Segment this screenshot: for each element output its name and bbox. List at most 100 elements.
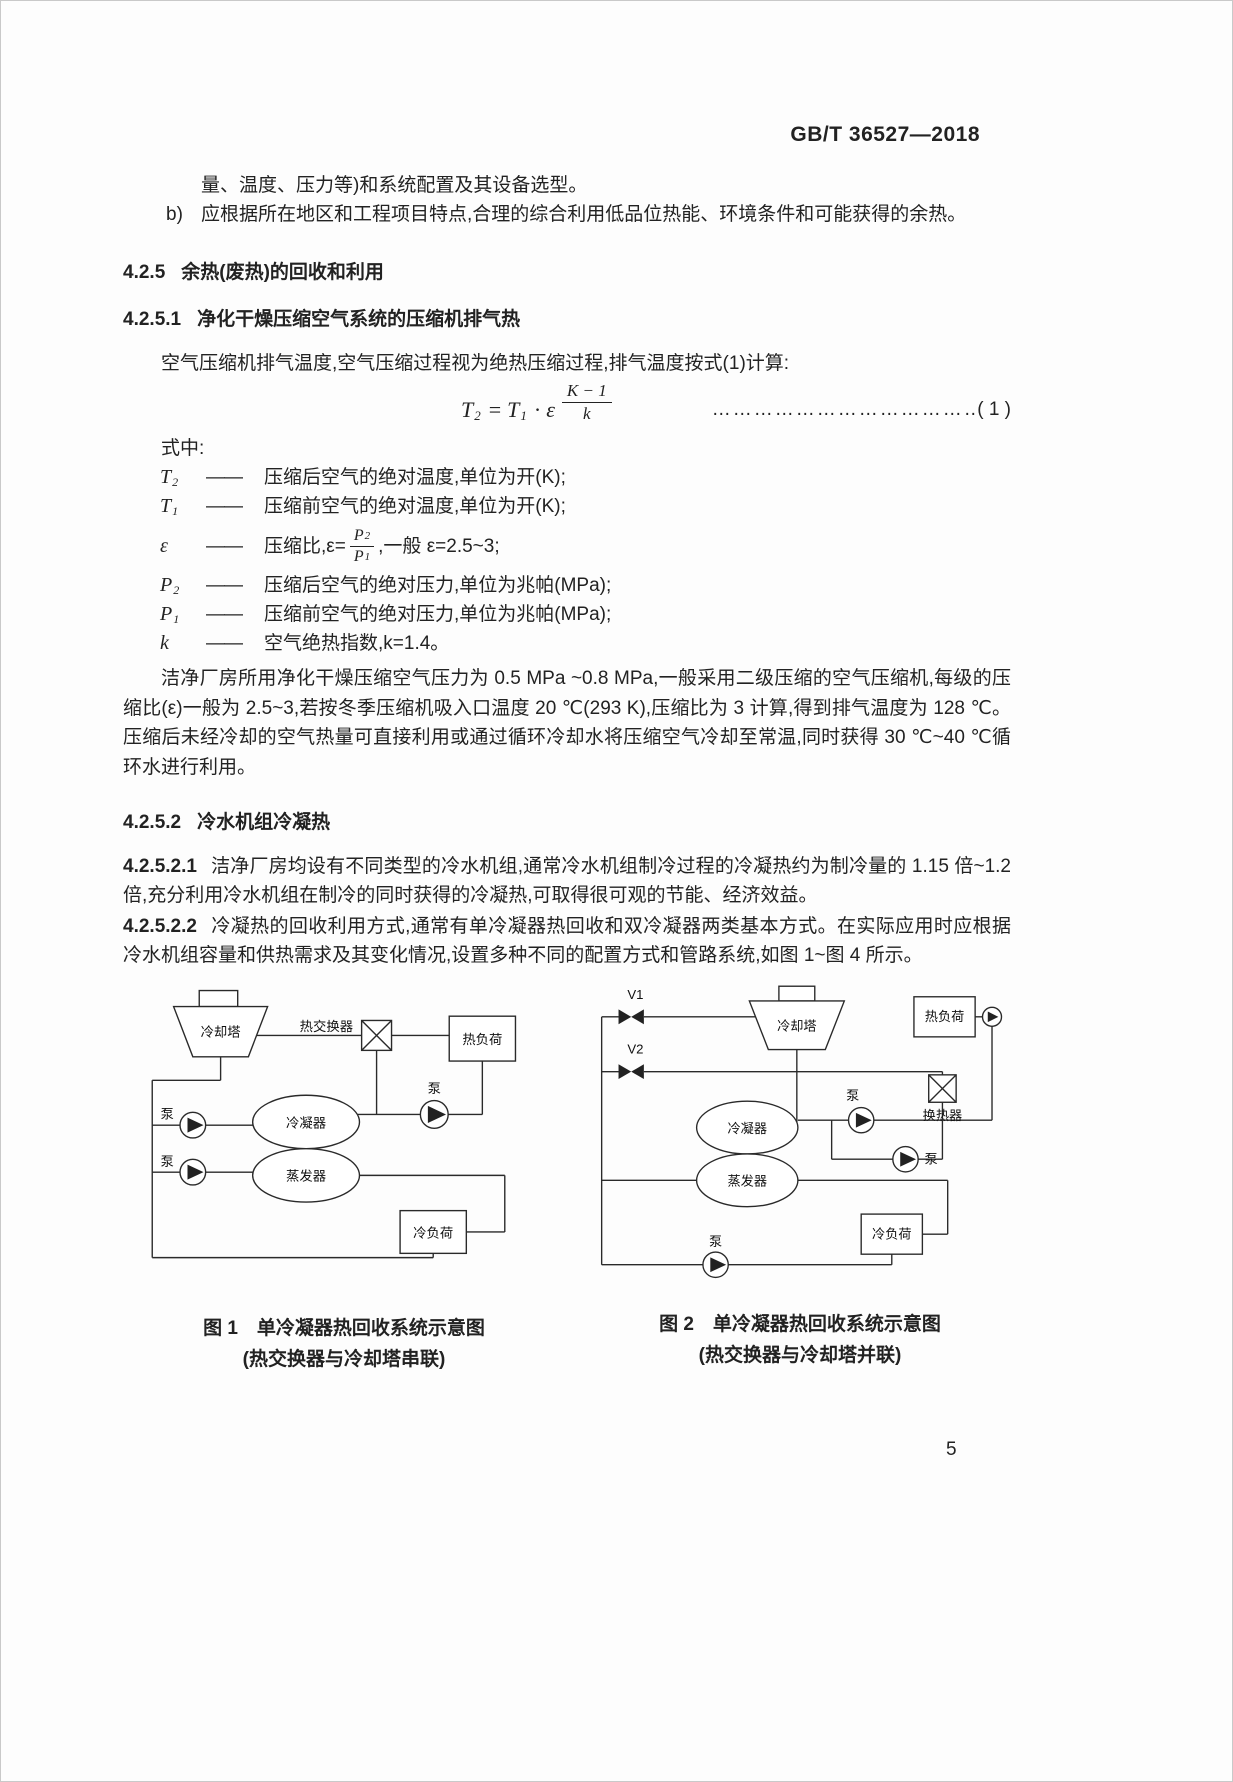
pump-label: 泵 (161, 1107, 174, 1122)
pump-label: 泵 (428, 1081, 441, 1096)
formula-rhs-sub: 1 (520, 407, 527, 423)
heat-load-box (448, 1015, 517, 1062)
heading-title: 冷水机组冷凝热 (197, 812, 331, 833)
clause-text: 洁净厂房均设有不同类型的冷水机组,通常冷水机组制冷过程的冷凝热约为制冷量的 1.… (123, 856, 1011, 906)
evaporator-label: 蒸发器 (727, 1174, 767, 1189)
term-base: P (160, 574, 173, 596)
page-number: 5 (946, 1439, 957, 1460)
heat-load: 热负荷 (448, 1015, 517, 1062)
definition-dash: —— (206, 496, 243, 517)
pipe (600, 1016, 993, 1266)
clause-number: 4.2.5.2.1 (123, 856, 197, 877)
pump-icon: 泵 (892, 1145, 938, 1173)
cold-load-label: 冷负荷 (413, 1225, 453, 1240)
figure-1-diagram: 冷却塔 热交换器 热负荷 泵 泵 (151, 989, 517, 1259)
figure-2-caption: 图 2 单冷凝器热回收系统示意图 (热交换器与冷却塔并联) (589, 1309, 1011, 1371)
heat-exchanger: 换热器 (923, 1074, 963, 1123)
section-heading-4-2-5-2: 4.2.5.2 冷水机组冷凝热 (123, 808, 1011, 837)
condenser-label: 冷凝器 (286, 1115, 326, 1130)
heat-exchanger-label: 换热器 (923, 1108, 963, 1123)
evaporator-shape (695, 1153, 799, 1208)
pipe (151, 1034, 506, 1259)
multiply-dot: · (533, 396, 542, 422)
term-base: T (160, 466, 172, 488)
figure-1-caption: 图 1 单冷凝器热回收系统示意图 (热交换器与冷却塔串联) (133, 1313, 555, 1375)
definition-dash: —— (206, 633, 243, 654)
where-label: 式中: (161, 438, 205, 459)
term-base: ε (160, 534, 168, 557)
valve-v1: V1 (618, 987, 644, 1025)
definition-text: 压缩后空气的绝对压力,单位为兆帕(MPa); (264, 575, 612, 596)
pump-label: 泵 (709, 1234, 722, 1249)
condenser: 冷凝器 (695, 1100, 799, 1155)
evaporator: 蒸发器 (251, 1147, 361, 1203)
term-base: P (353, 547, 364, 565)
pump-impeller (427, 1105, 447, 1124)
cold-load-label: 冷负荷 (872, 1226, 912, 1241)
fan-housing (198, 989, 239, 1008)
cold-load-box (860, 1213, 924, 1255)
figure-1: 冷却塔 热交换器 热负荷 泵 泵 (133, 982, 555, 1375)
tower-body (172, 1005, 269, 1058)
equals-sign: = (488, 396, 502, 422)
continuation-line: 量、温度、压力等)和系统配置及其设备选型。 (201, 175, 588, 196)
epsilon-def-pre: 压缩比,ε= (264, 535, 346, 557)
symbol-term: ε (160, 532, 206, 561)
pump-icon: 泵 (846, 1088, 875, 1134)
term-sub: 2 (173, 583, 180, 597)
pump-impeller (987, 1011, 999, 1023)
definition-text: 压缩后空气的绝对温度,单位为开(K); (264, 467, 566, 488)
cold-load-box (399, 1209, 468, 1255)
figure-2: V1 V2 冷却塔 热负荷 (589, 982, 1011, 1375)
formula-rhs: T (507, 396, 520, 422)
epsilon-symbol: ε (546, 396, 555, 422)
paragraph-intro: 空气压缩机排气温度,空气压缩过程视为绝热压缩过程,排气温度按式(1)计算: (161, 353, 790, 374)
epsilon-def-post: ,一般 ε=2.5~3; (378, 535, 500, 557)
pump-icon: 泵 (419, 1081, 449, 1130)
fraction-numerator: K − 1 (561, 381, 612, 403)
cooling-tower-label: 冷却塔 (777, 1019, 817, 1034)
heading-number: 4.2.5.1 (123, 309, 182, 330)
definition-dash: —— (206, 535, 243, 557)
heat-exchanger-label: 热交换器 (300, 1018, 353, 1034)
definition-text: 压缩前空气的绝对温度,单位为开(K); (264, 496, 566, 517)
list-item-text: 应根据所在地区和工程项目特点,合理的综合利用低品位热能、环境条件和可能获得的余热… (201, 204, 967, 225)
list-marker: b) (166, 204, 183, 225)
pump-icon: 泵 (702, 1234, 729, 1279)
term-sub: 1 (173, 612, 180, 626)
valve-v1-label: V1 (627, 987, 643, 1002)
tower-body (748, 1000, 846, 1051)
clause-number: 4.2.5.2.2 (123, 916, 197, 937)
pipe-lines (600, 1016, 993, 1266)
evaporator-label: 蒸发器 (286, 1169, 326, 1184)
term-sub: 2 (364, 529, 371, 542)
fan-housing (778, 985, 816, 1002)
hx-diagonal (928, 1074, 957, 1103)
definition-dash: —— (206, 575, 243, 596)
valve-v2-label: V2 (627, 1042, 643, 1057)
hx-diagonal (361, 1019, 393, 1051)
formula-lhs: T (461, 396, 474, 422)
valve-v2: V2 (618, 1042, 644, 1080)
clause-text: 冷凝热的回收利用方式,通常有单冷凝器热回收和双冷凝器两类基本方式。在实际应用时应… (123, 916, 1011, 966)
caption-line-1: 图 2 单冷凝器热回收系统示意图 (659, 1313, 941, 1335)
heading-number: 4.2.5.2 (123, 812, 182, 833)
pump-icon: 泵 (161, 1107, 207, 1139)
condenser: 冷凝器 (251, 1094, 361, 1150)
condenser-label: 冷凝器 (727, 1121, 767, 1136)
formula-lhs-sub: 2 (474, 407, 481, 423)
cooling-tower: 冷却塔 (748, 985, 846, 1051)
